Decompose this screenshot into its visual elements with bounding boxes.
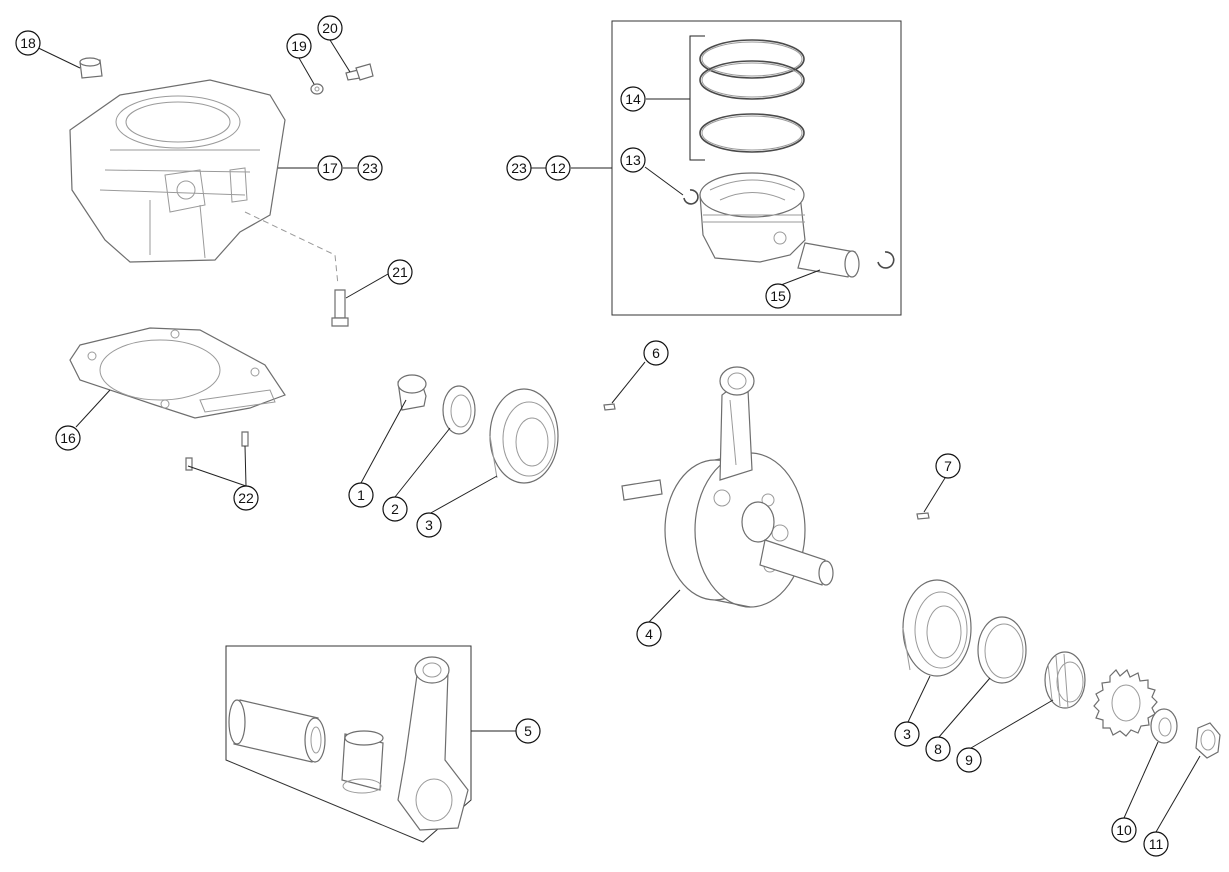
screw-part xyxy=(345,63,374,81)
svg-text:17: 17 xyxy=(322,160,338,176)
svg-text:4: 4 xyxy=(645,626,653,642)
piston-pin-part xyxy=(797,242,860,278)
timing-sprocket-part xyxy=(1044,651,1086,709)
piston-ring-part xyxy=(699,39,805,79)
cylinder-part xyxy=(69,79,286,263)
callout-6[interactable]: 6 xyxy=(643,340,669,366)
svg-text:7: 7 xyxy=(944,458,952,474)
callout-17[interactable]: 17 xyxy=(317,155,343,181)
cylinder-bolt-part xyxy=(331,289,349,327)
primary-gear-part xyxy=(1093,669,1158,737)
washer-part xyxy=(1150,708,1178,744)
woodruff-key-part xyxy=(916,512,930,520)
svg-text:21: 21 xyxy=(392,264,408,280)
svg-text:11: 11 xyxy=(1149,836,1164,852)
svg-text:19: 19 xyxy=(291,38,307,54)
svg-text:6: 6 xyxy=(652,345,660,361)
callout-12[interactable]: 12 xyxy=(545,155,571,181)
conrod-pin-part xyxy=(228,699,326,763)
callout-23[interactable]: 23 xyxy=(506,155,532,181)
callout-19[interactable]: 19 xyxy=(286,33,312,59)
circlip-part xyxy=(877,251,895,269)
callout-3[interactable]: 3 xyxy=(894,721,920,747)
base-gasket-part xyxy=(69,327,286,419)
svg-text:1: 1 xyxy=(357,487,365,503)
dowel-pin-part xyxy=(241,431,249,447)
dowel-pin-part xyxy=(185,457,193,471)
svg-text:23: 23 xyxy=(362,160,378,176)
svg-text:2: 2 xyxy=(391,501,399,517)
callout-14[interactable]: 14 xyxy=(620,86,646,112)
svg-text:13: 13 xyxy=(625,152,641,168)
main-bearing-part xyxy=(489,388,559,484)
callout-13[interactable]: 13 xyxy=(620,147,646,173)
callout-2[interactable]: 2 xyxy=(382,496,408,522)
dowel-sleeve-part xyxy=(79,57,103,79)
svg-text:18: 18 xyxy=(20,35,36,51)
svg-text:8: 8 xyxy=(934,741,942,757)
woodruff-key-part xyxy=(603,403,616,411)
callout-9[interactable]: 9 xyxy=(956,747,982,773)
callout-15[interactable]: 15 xyxy=(765,283,791,309)
conrod-bearing-part xyxy=(341,730,384,794)
washer-hole xyxy=(314,86,320,92)
callout-3[interactable]: 3 xyxy=(416,512,442,538)
cylinder-bolt-guide-line xyxy=(244,211,339,286)
callout-7[interactable]: 7 xyxy=(935,453,961,479)
svg-text:3: 3 xyxy=(425,517,433,533)
svg-text:23: 23 xyxy=(511,160,527,176)
svg-text:9: 9 xyxy=(965,752,973,768)
svg-text:22: 22 xyxy=(238,490,254,506)
callout-8[interactable]: 8 xyxy=(925,736,951,762)
callout-5[interactable]: 5 xyxy=(515,718,541,744)
piston-ring-part xyxy=(699,113,805,153)
shaft-seal-part xyxy=(442,385,476,435)
svg-text:12: 12 xyxy=(550,160,566,176)
spacer-bushing-part xyxy=(397,374,427,411)
spacer-ring-part xyxy=(977,616,1027,684)
svg-text:15: 15 xyxy=(770,288,786,304)
callout-10[interactable]: 10 xyxy=(1111,817,1137,843)
crankshaft-part xyxy=(621,366,834,608)
piston-part xyxy=(699,172,806,263)
piston-ring-part xyxy=(699,60,805,100)
svg-text:10: 10 xyxy=(1116,822,1132,838)
callout-11[interactable]: 11 xyxy=(1143,831,1169,857)
leader-lines xyxy=(27,35,1201,833)
callout-1[interactable]: 1 xyxy=(348,482,374,508)
svg-text:3: 3 xyxy=(903,726,911,742)
svg-text:14: 14 xyxy=(625,91,641,107)
callout-21[interactable]: 21 xyxy=(387,259,413,285)
svg-text:20: 20 xyxy=(322,20,338,36)
main-bearing-part xyxy=(902,579,972,677)
conrod-part xyxy=(397,656,469,831)
callout-22[interactable]: 22 xyxy=(233,485,259,511)
washer-part xyxy=(310,83,324,95)
circlip-part xyxy=(683,189,699,205)
callout-20[interactable]: 20 xyxy=(317,15,343,41)
svg-text:16: 16 xyxy=(60,430,76,446)
svg-text:5: 5 xyxy=(524,723,532,739)
callout-16[interactable]: 16 xyxy=(55,425,81,451)
callout-4[interactable]: 4 xyxy=(636,621,662,647)
callout-18[interactable]: 18 xyxy=(15,30,41,56)
nut-part xyxy=(1195,722,1221,759)
callout-23[interactable]: 23 xyxy=(357,155,383,181)
